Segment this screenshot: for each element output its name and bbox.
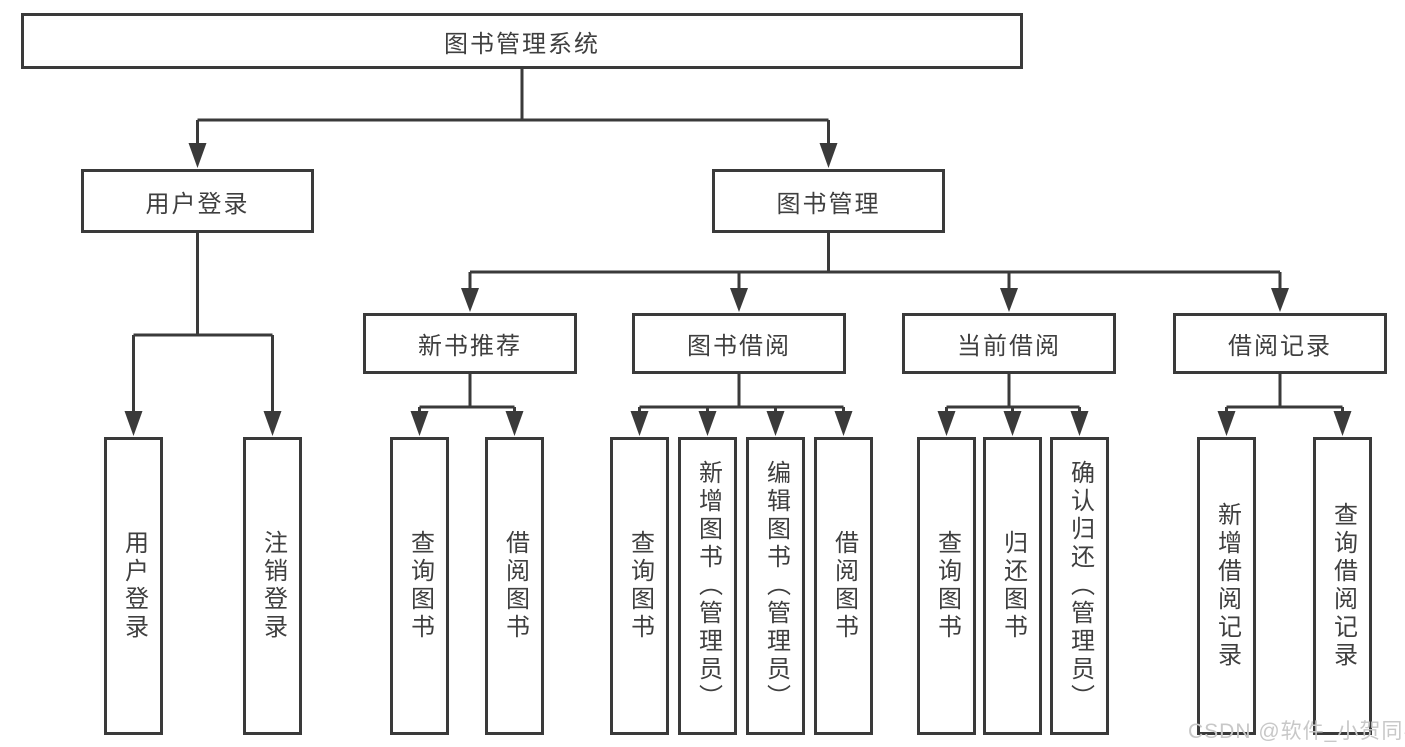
leaf-query-books-2: 查询图书 [610, 437, 669, 735]
node-label: 新增图书（管理员） [694, 460, 722, 712]
leaf-logout: 注销登录 [243, 437, 302, 735]
leaf-confirm-return-admin: 确认归还（管理员） [1050, 437, 1109, 735]
node-library-management-system: 图书管理系统 [21, 13, 1023, 69]
node-borrow-records: 借阅记录 [1173, 313, 1387, 374]
node-label: 确认归还（管理员） [1066, 460, 1094, 712]
node-label: 查询图书 [626, 530, 654, 642]
node-label: 图书借阅 [687, 333, 791, 360]
node-label: 查询图书 [406, 530, 434, 642]
node-current-borrow: 当前借阅 [902, 313, 1116, 374]
node-book-management: 图书管理 [712, 169, 945, 233]
leaf-add-books-admin: 新增图书（管理员） [678, 437, 737, 735]
leaf-return-books: 归还图书 [983, 437, 1042, 735]
node-label: 注销登录 [259, 530, 287, 642]
leaf-add-borrow-record: 新增借阅记录 [1197, 437, 1256, 735]
leaf-borrow-books-2: 借阅图书 [814, 437, 873, 735]
node-label: 图书管理系统 [444, 30, 600, 58]
leaf-query-books-1: 查询图书 [390, 437, 449, 735]
node-label: 用户登录 [120, 530, 148, 642]
node-label: 查询借阅记录 [1329, 502, 1357, 670]
node-label: 新书推荐 [418, 333, 522, 360]
leaf-borrow-books-1: 借阅图书 [485, 437, 544, 735]
node-user-login: 用户登录 [81, 169, 314, 233]
node-label: 新增借阅记录 [1213, 502, 1241, 670]
leaf-query-books-3: 查询图书 [917, 437, 976, 735]
node-label: 借阅图书 [501, 530, 529, 642]
node-label: 图书管理 [776, 190, 881, 218]
node-label: 编辑图书（管理员） [762, 460, 790, 712]
node-new-book-recommend: 新书推荐 [363, 313, 577, 374]
csdn-watermark: CSDN @软件_小贺同学 [1188, 720, 1405, 743]
leaf-user-login: 用户登录 [104, 437, 163, 735]
node-book-borrow: 图书借阅 [632, 313, 846, 374]
node-label: 借阅图书 [830, 530, 858, 642]
node-label: 归还图书 [999, 530, 1027, 642]
arrowheads [124, 143, 1352, 436]
node-label: 用户登录 [145, 190, 250, 218]
leaf-edit-books-admin: 编辑图书（管理员） [746, 437, 805, 735]
node-label: 查询图书 [933, 530, 961, 642]
leaf-query-borrow-record: 查询借阅记录 [1313, 437, 1372, 735]
node-label: 借阅记录 [1228, 333, 1332, 360]
node-label: 当前借阅 [957, 333, 1061, 360]
